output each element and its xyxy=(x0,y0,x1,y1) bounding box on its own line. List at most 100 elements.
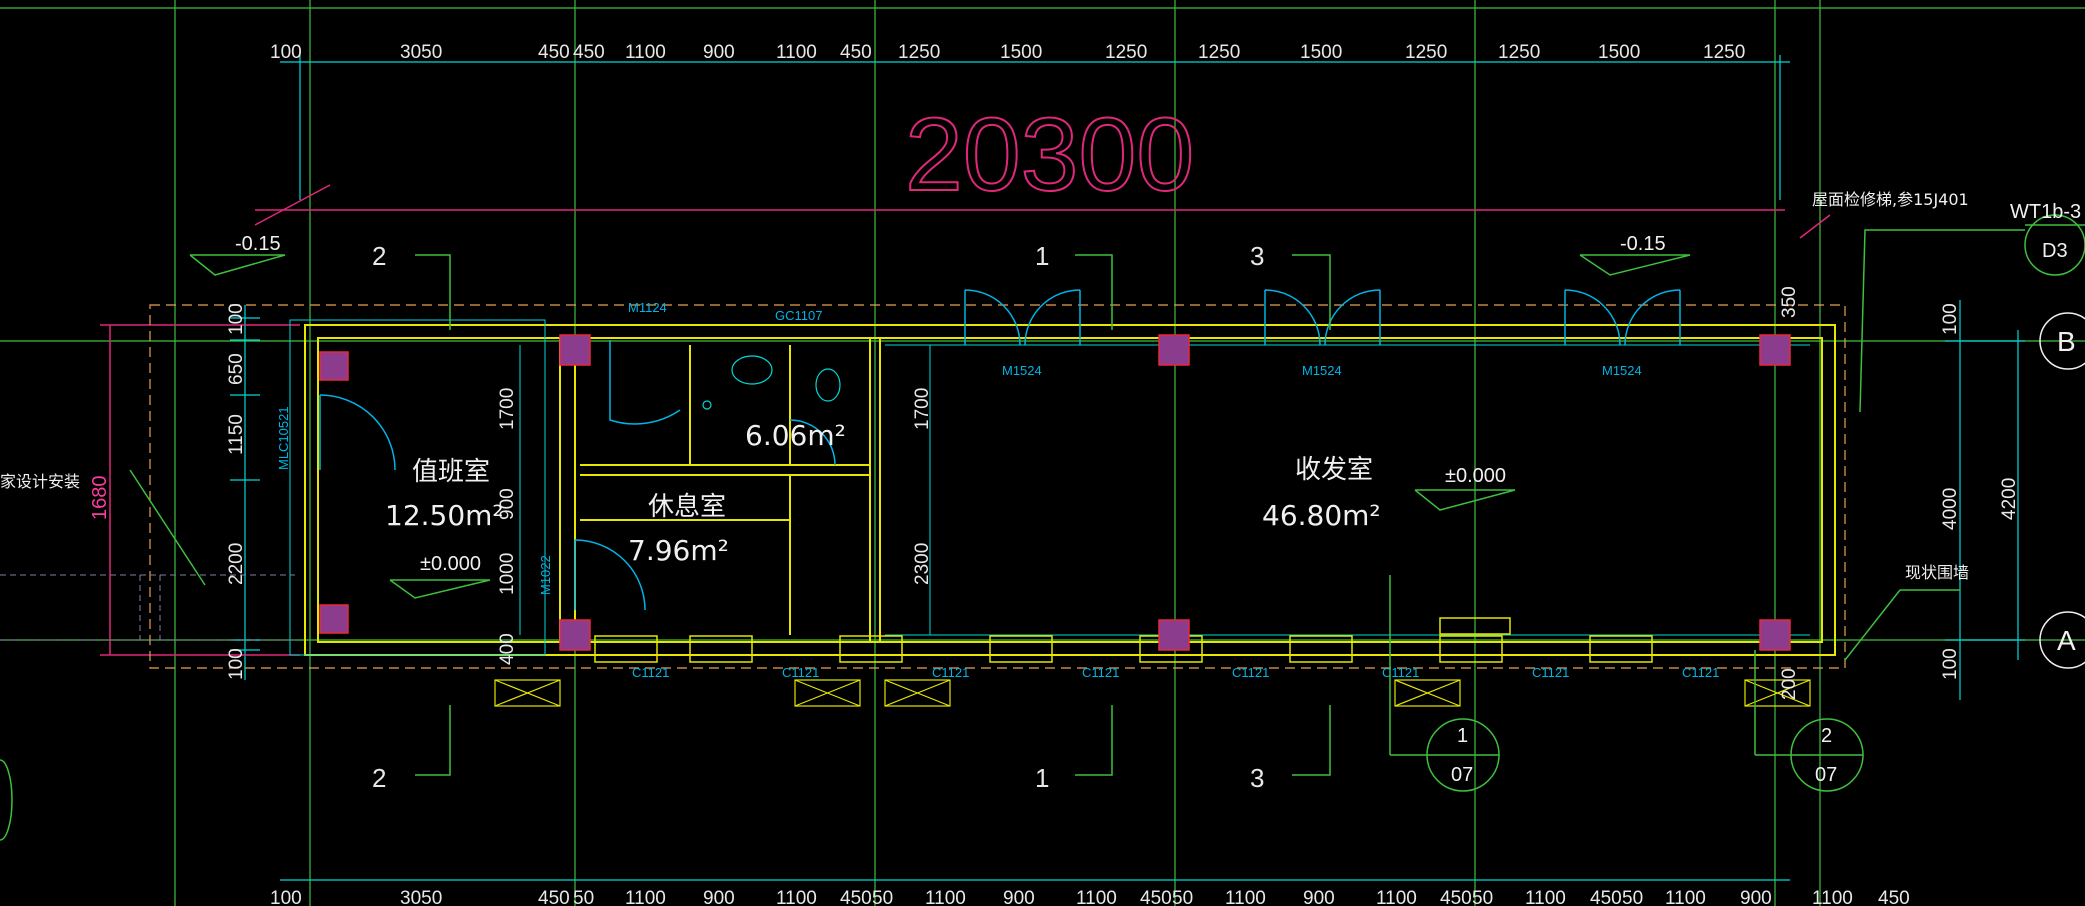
dim-text: 1100 xyxy=(776,888,817,906)
section-number: 2 xyxy=(372,763,386,793)
dim-text: 450 xyxy=(840,42,872,63)
dim-text: 450 xyxy=(1590,888,1622,906)
right-dimension-line xyxy=(1945,300,2025,700)
door-tag: M1524 xyxy=(1302,363,1342,378)
column xyxy=(1759,334,1791,366)
dim-text: 100 xyxy=(1940,303,1961,335)
door-tag: M1524 xyxy=(1002,363,1042,378)
axis-bubbles xyxy=(2039,312,2085,669)
dim-text: 100 xyxy=(226,648,247,680)
room-name: 收发室 xyxy=(1295,455,1373,485)
column xyxy=(1158,619,1190,651)
dim-text: 1250 xyxy=(1198,42,1240,63)
room-area: 6.06m² xyxy=(745,419,846,452)
exterior-steps xyxy=(494,679,1811,707)
dim-text: 450 xyxy=(1440,888,1472,906)
door-tag: M1524 xyxy=(1602,363,1642,378)
dim-text: 1250 xyxy=(1498,42,1540,63)
column xyxy=(559,619,591,651)
detail-sheet: 07 xyxy=(1451,764,1473,786)
dim-text: 2300 xyxy=(912,543,933,585)
bottom-windows xyxy=(594,617,1653,663)
window-tag: C1121 xyxy=(1382,665,1419,680)
column xyxy=(319,604,349,634)
top-dimension-texts: 100 3050 450 450 1100 900 1100 450 1250 … xyxy=(270,42,1745,63)
existing-wall-note: 现状围墙 xyxy=(1905,563,1969,582)
overall-dimension: 20300 xyxy=(905,97,1194,213)
dim-text: 450 xyxy=(538,42,570,63)
dim-text: 50 xyxy=(1472,888,1493,906)
dim-text: 900 xyxy=(703,888,735,906)
window-tag: C1121 xyxy=(782,665,819,680)
dim-text: 100 xyxy=(226,303,247,335)
dim-text: 1100 xyxy=(1376,888,1417,906)
column xyxy=(319,351,349,381)
room-area: 12.50m² xyxy=(385,499,504,532)
dim-text: 450 xyxy=(1878,888,1910,906)
dim-text: 1250 xyxy=(898,42,940,63)
dim-text: 50 xyxy=(1172,888,1193,906)
section-marks xyxy=(415,254,1331,776)
columns xyxy=(319,334,1791,651)
dim-text: 450 xyxy=(840,888,872,906)
bottom-dimension-texts: 100 3050 450 50 1100 900 1100 450 50 110… xyxy=(270,888,1910,906)
window-tags: C1121 C1121 C1121 C1121 C1121 C1121 C112… xyxy=(632,665,1719,680)
dim-text: 1500 xyxy=(1000,42,1042,63)
outside-level: -0.15 xyxy=(1620,233,1666,255)
dim-text: 1250 xyxy=(1703,42,1745,63)
dim-text: 1500 xyxy=(1598,42,1640,63)
dim-text: 1100 xyxy=(1225,888,1266,906)
door-tag: M1124 xyxy=(628,300,667,315)
axis-label-b: B xyxy=(2057,326,2076,357)
dim-text: 100 xyxy=(270,888,302,906)
detail-number: WT1b-3 xyxy=(2010,201,2081,223)
column xyxy=(1158,334,1190,366)
section-number: 3 xyxy=(1250,763,1264,793)
room-name: 值班室 xyxy=(412,457,490,487)
section-number: 3 xyxy=(1250,241,1264,271)
column xyxy=(559,334,591,366)
outside-levels: -0.15 -0.15 xyxy=(235,233,1666,255)
door-tag: MLC10521 xyxy=(276,406,291,470)
axis-labels: B A xyxy=(2057,326,2076,656)
dim-text: 400 xyxy=(497,633,518,665)
window-tag: C1121 xyxy=(1232,665,1269,680)
dim-text: 1100 xyxy=(1076,888,1117,906)
window-tag: C1121 xyxy=(1532,665,1569,680)
window-tag: C1121 xyxy=(932,665,969,680)
roof-outline xyxy=(149,304,1846,669)
dim-text: 50 xyxy=(872,888,893,906)
dim-text: 1250 xyxy=(1105,42,1147,63)
toilet-fixtures xyxy=(702,355,841,410)
dim-text: 1500 xyxy=(1300,42,1342,63)
outside-level: -0.15 xyxy=(235,233,281,255)
dim-text: 100 xyxy=(1940,648,1961,680)
dim-text: 1150 xyxy=(226,414,247,455)
room-area: 46.80m² xyxy=(1262,499,1381,532)
detail-number: 1 xyxy=(1457,725,1468,747)
column xyxy=(1759,619,1791,651)
room-area: 7.96m² xyxy=(628,534,729,567)
doors xyxy=(319,289,1681,611)
dim-text: 50 xyxy=(1622,888,1643,906)
dim-text: 1100 xyxy=(625,888,666,906)
inner-lines xyxy=(289,319,1810,656)
dim-text: 1700 xyxy=(912,388,933,430)
dim-text-pink: 1680 xyxy=(89,476,111,521)
dim-text: 1100 xyxy=(1525,888,1566,906)
dim-text: 1100 xyxy=(1665,888,1706,906)
dim-text: 900 xyxy=(1740,888,1772,906)
dim-text: 350 xyxy=(1779,286,1800,318)
roof-ladder-note: 屋面检修梯,参15J401 xyxy=(1812,190,1969,209)
dim-text: 1100 xyxy=(925,888,966,906)
section-number: 1 xyxy=(1035,241,1049,271)
detail-labels: 1 07 2 07 WT1b-3 D3 xyxy=(1451,201,2081,786)
center-dimension-texts: 1700 900 1000 400 1700 2300 xyxy=(497,388,933,665)
dim-text: 450 xyxy=(1140,888,1172,906)
section-number: 1 xyxy=(1035,763,1049,793)
left-dimension-texts: 100 650 1150 2200 100 1680 xyxy=(89,303,247,680)
dim-text: 650 xyxy=(226,353,247,385)
detail-bubbles xyxy=(129,214,2085,792)
